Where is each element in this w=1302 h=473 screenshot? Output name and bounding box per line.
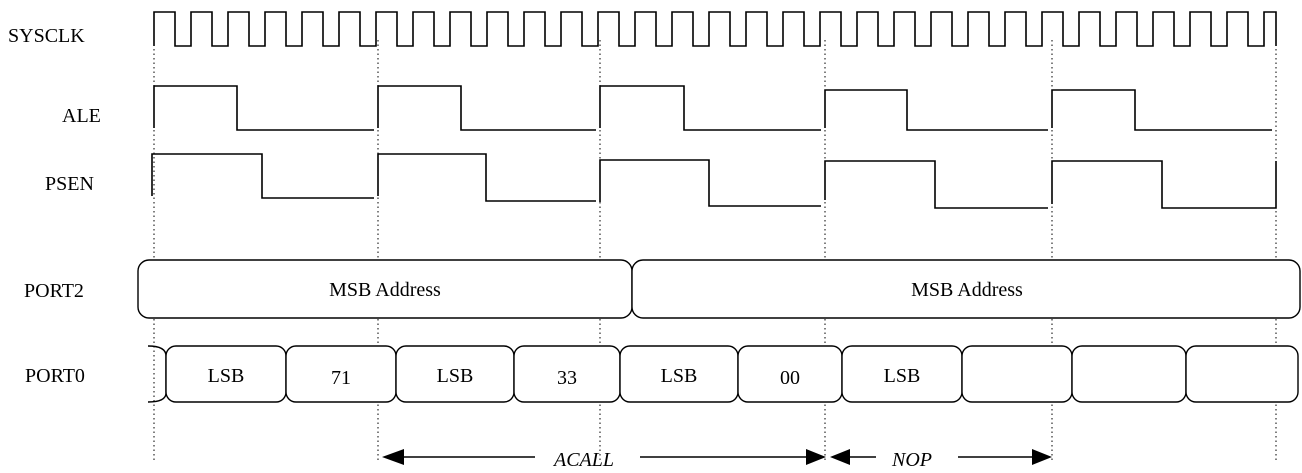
port0-label: PORT0 <box>25 365 85 387</box>
port0-segment-label: LSB <box>208 365 245 387</box>
port0-segment-label: LSB <box>884 365 921 387</box>
port2-segment <box>631 259 1301 319</box>
ale-waveform <box>153 85 1272 131</box>
ale-label: ALE <box>62 105 101 127</box>
sysclk-waveform <box>153 11 1277 47</box>
port2-segment-label: MSB Address <box>911 279 1023 301</box>
port2-bus: MSB Address MSB Address <box>137 259 1301 319</box>
port0-bus: LSB 71 LSB 33 LSB 00 LSB <box>147 345 1299 403</box>
arrow-left-icon <box>382 449 404 465</box>
nop-span: NOP <box>830 449 1052 471</box>
sysclk-label: SYSCLK <box>8 25 85 47</box>
port0-segment-label: 71 <box>331 367 351 389</box>
port0-segment <box>1185 345 1299 403</box>
port0-segment-label: LSB <box>661 365 698 387</box>
arrow-left-icon <box>830 449 850 465</box>
arrow-right-icon <box>806 449 826 465</box>
psen-waveform <box>151 153 1277 209</box>
port2-segment-label: MSB Address <box>329 279 441 301</box>
port0-segment-label: 00 <box>780 367 800 389</box>
port0-segment-label: LSB <box>437 365 474 387</box>
arrow-right-icon <box>1032 449 1052 465</box>
port0-segment <box>961 345 1073 403</box>
acall-span: ACALL <box>382 449 826 471</box>
acall-label: ACALL <box>552 449 614 471</box>
port0-bracket <box>147 345 167 403</box>
port2-label: PORT2 <box>24 280 84 302</box>
psen-label: PSEN <box>45 173 94 195</box>
port0-segment-label: 33 <box>557 367 577 389</box>
port0-segment <box>1071 345 1187 403</box>
nop-label: NOP <box>891 449 932 471</box>
